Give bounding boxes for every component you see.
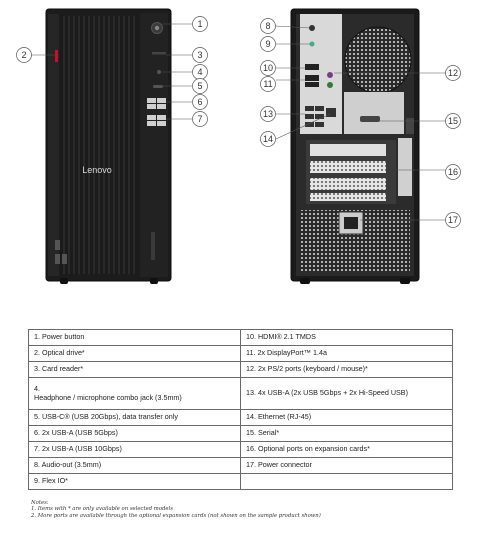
callout-5: 5	[197, 81, 202, 91]
callout-15: 15	[448, 116, 458, 126]
table-row: 5. USB-C® (USB 20Gbps), data transfer on…	[28, 409, 453, 426]
table-cell: 1. Power button	[28, 329, 241, 346]
table-cell: 13. 4x USB-A (2x USB 5Gbps + 2x Hi-Speed…	[240, 377, 453, 410]
callout-17: 17	[448, 215, 458, 225]
table-cell: 10. HDMI® 2.1 TMDS	[240, 329, 453, 346]
callout-14: 14	[263, 134, 273, 144]
table-cell: 9. Flex IO*	[28, 473, 241, 490]
callout-6: 6	[197, 97, 202, 107]
table-cell	[240, 473, 453, 490]
table-cell: 12. 2x PS/2 ports (keyboard / mouse)*	[240, 361, 453, 378]
table-cell: 15. Serial*	[240, 425, 453, 442]
front-view: Lenovo	[45, 8, 172, 284]
table-cell: 4. Headphone / microphone combo jack (3.…	[28, 377, 241, 410]
table-cell: 2. Optical drive*	[28, 345, 241, 362]
callout-16: 16	[448, 167, 458, 177]
note-line: 1. Items with * are only available on se…	[31, 506, 173, 513]
table-cell: 3. Card reader*	[28, 361, 241, 378]
callout-11: 11	[263, 79, 272, 89]
callout-3: 3	[197, 50, 202, 60]
table-row: 7. 2x USB-A (USB 10Gbps) 16. Optional po…	[28, 441, 453, 458]
note-line: 2. More ports are available through the …	[31, 512, 321, 519]
footnotes: Notes: 1. Items with * are only availabl…	[31, 500, 461, 519]
callout-12: 12	[448, 68, 458, 78]
table-cell: 8. Audio-out (3.5mm)	[28, 457, 241, 474]
callout-9: 9	[265, 39, 270, 49]
table-row: 2. Optical drive* 11. 2x DisplayPort™ 1.…	[28, 345, 453, 362]
table-row: 3. Card reader* 12. 2x PS/2 ports (keybo…	[28, 361, 453, 378]
table-cell: 17. Power connector	[240, 457, 453, 474]
table-cell: 16. Optional ports on expansion cards*	[240, 441, 453, 458]
table-cell: 5. USB-C® (USB 20Gbps), data transfer on…	[28, 409, 241, 426]
callout-10: 10	[263, 63, 273, 73]
table-cell: 14. Ethernet (RJ-45)	[240, 409, 453, 426]
table-cell: 7. 2x USB-A (USB 10Gbps)	[28, 441, 241, 458]
callout-2: 2	[21, 50, 26, 60]
table-cell: 6. 2x USB-A (USB 5Gbps)	[28, 425, 241, 442]
brand-logo: Lenovo	[82, 165, 112, 175]
rear-view	[290, 8, 420, 284]
cell-line-number: 4.	[34, 384, 40, 394]
callout-13: 13	[263, 109, 273, 119]
callout-7: 7	[197, 114, 202, 124]
callout-8: 8	[265, 21, 270, 31]
table-row: 4. Headphone / microphone combo jack (3.…	[28, 377, 453, 410]
table-row: 1. Power button 10. HDMI® 2.1 TMDS	[28, 329, 453, 346]
table-row: 9. Flex IO*	[28, 473, 453, 490]
table-cell: 11. 2x DisplayPort™ 1.4a	[240, 345, 453, 362]
cell-line-text: Headphone / microphone combo jack (3.5mm…	[34, 392, 182, 402]
callout-4: 4	[197, 67, 202, 77]
product-diagram: Lenovo 1 2 3 4 5 6 7	[16, 8, 461, 284]
table-row: 8. Audio-out (3.5mm) 17. Power connector	[28, 457, 453, 474]
table-row: 6. 2x USB-A (USB 5Gbps) 15. Serial*	[28, 425, 453, 442]
notes-title: Notes:	[31, 500, 49, 506]
callout-1: 1	[197, 19, 202, 29]
optical-drive-indicator	[55, 50, 58, 62]
ports-spec-table: 1. Power button 10. HDMI® 2.1 TMDS 2. Op…	[28, 329, 453, 490]
